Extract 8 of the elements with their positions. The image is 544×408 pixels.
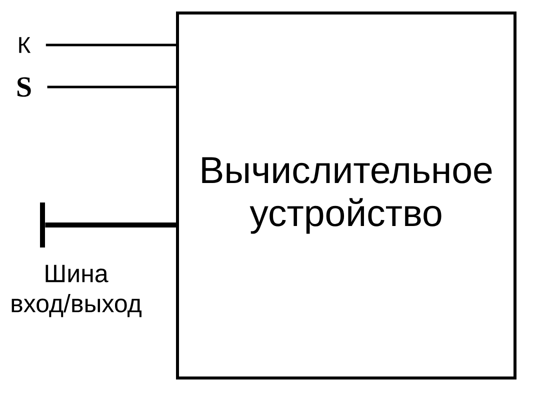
bus-bar bbox=[40, 202, 45, 248]
signal-line bbox=[46, 44, 176, 46]
signal-line bbox=[47, 86, 176, 88]
bus-line bbox=[45, 222, 176, 228]
signal-label: S bbox=[17, 77, 31, 97]
signal-label: К bbox=[19, 37, 31, 53]
device-box: Вычислительное устройство bbox=[176, 12, 516, 380]
bus-label: Шина вход/выход bbox=[0, 264, 162, 318]
